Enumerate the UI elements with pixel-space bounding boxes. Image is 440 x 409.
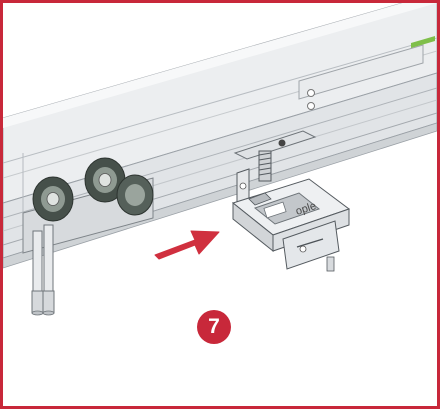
step-number-badge: 7 xyxy=(197,310,231,344)
stopper-clamp: ople xyxy=(231,130,351,272)
roller-middle xyxy=(84,157,126,203)
rail-assembly-illustration: ople xyxy=(3,3,437,316)
hanging-bolts xyxy=(31,224,55,316)
arrow-right-icon xyxy=(154,230,220,260)
roller-right xyxy=(116,174,154,216)
roller-left xyxy=(32,176,74,222)
roller-carriage xyxy=(22,157,154,316)
